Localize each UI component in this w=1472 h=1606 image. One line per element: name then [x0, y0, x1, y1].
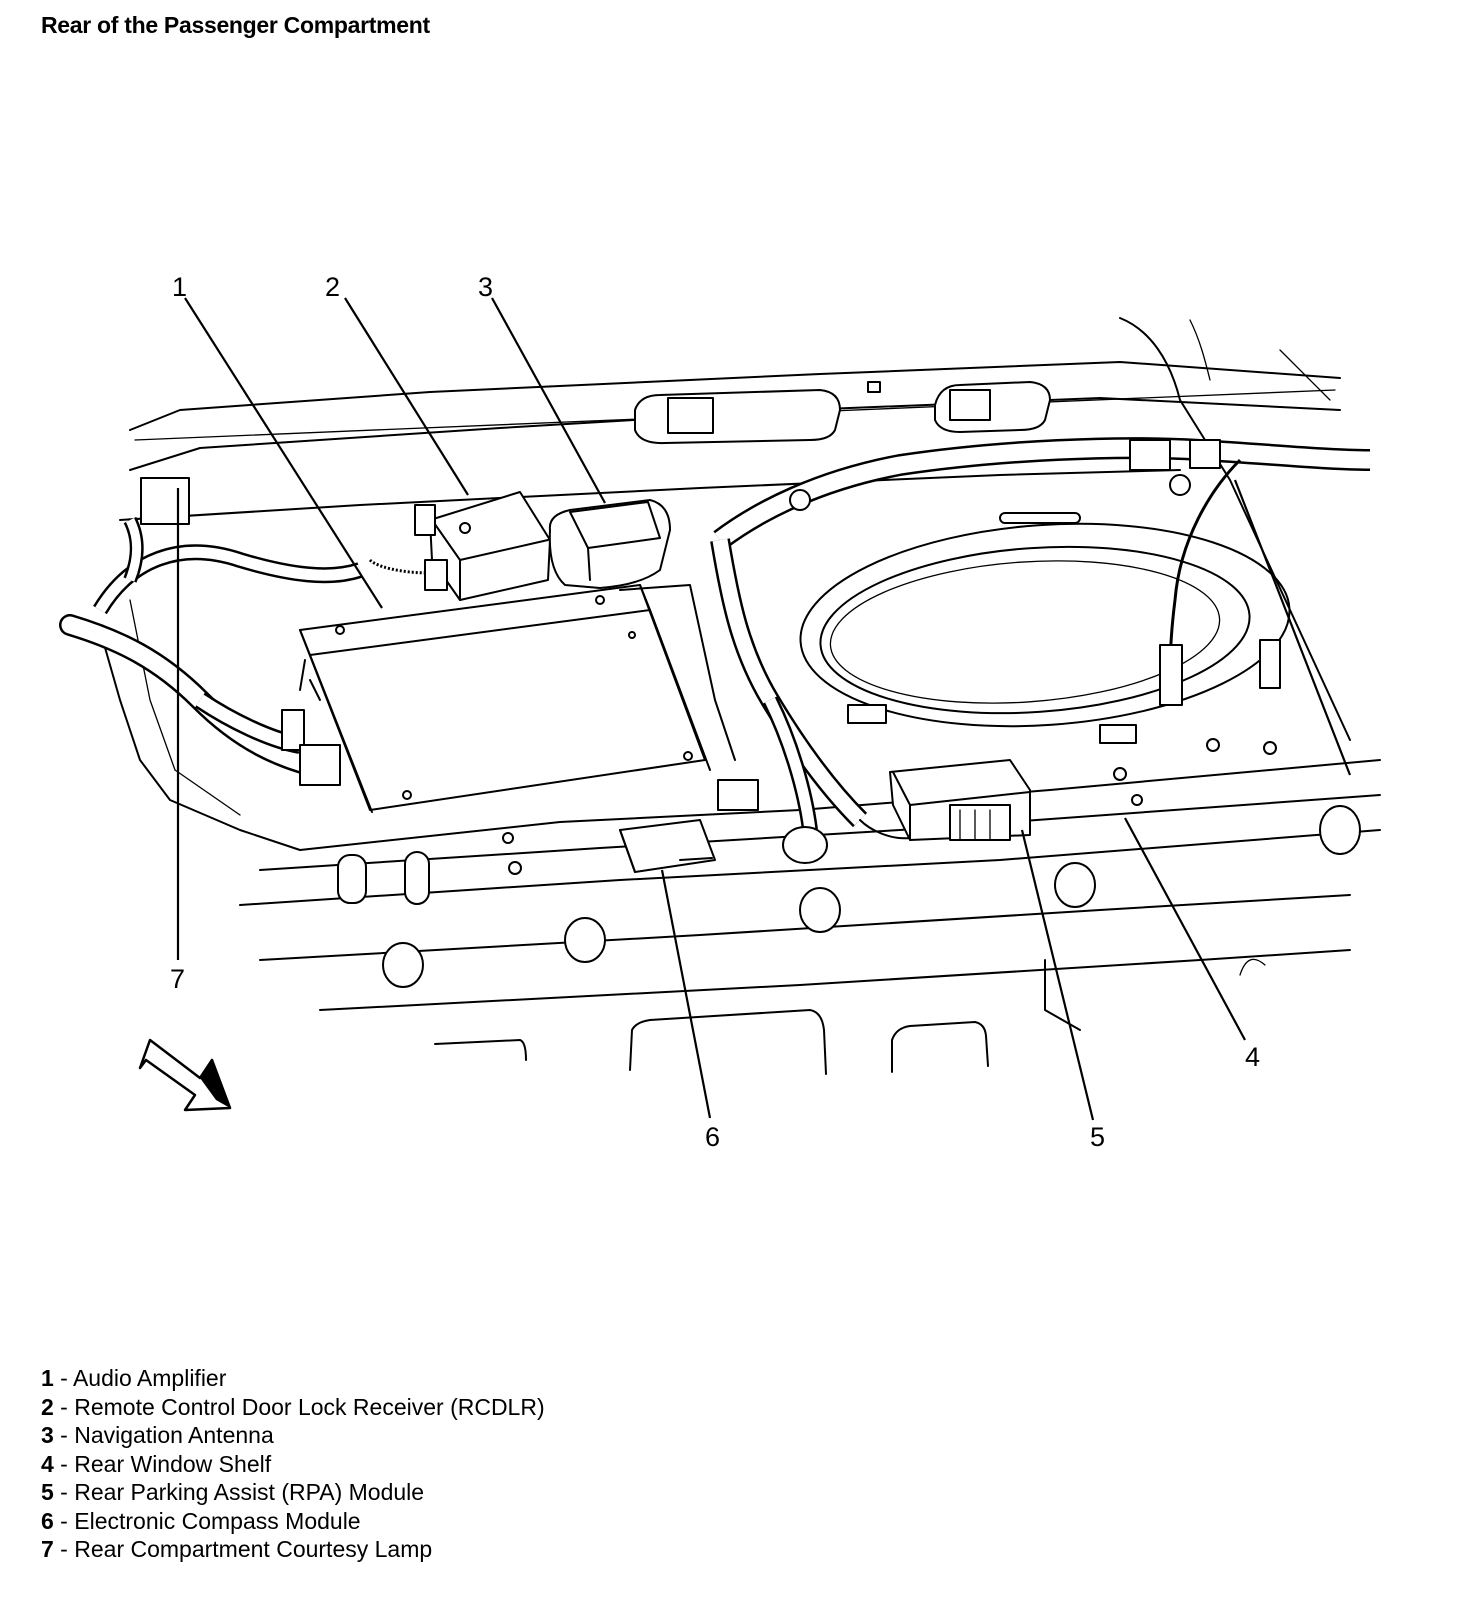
- leader-lines: [176, 297, 1352, 1121]
- courtesy-lamp-connector: [717, 779, 759, 811]
- legend-item: 6 - Electronic Compass Module: [41, 1507, 361, 1534]
- forward-arrow-icon: [138, 1038, 232, 1112]
- navigation-antenna: [548, 499, 671, 589]
- audio-amplifier: [281, 584, 736, 813]
- rcdlr-module: [414, 491, 551, 601]
- callout-7: 7: [170, 964, 185, 994]
- callout-4: 4: [1245, 1042, 1260, 1072]
- legend-item: 5 - Rear Parking Assist (RPA) Module: [41, 1479, 425, 1505]
- legend-item: 7 - Rear Compartment Courtesy Lamp: [41, 1536, 433, 1562]
- page-title: Rear of the Passenger Compartment: [41, 12, 430, 38]
- legend-item: 3 - Navigation Antenna: [41, 1422, 274, 1448]
- rear-window-shelf-outline: [99, 317, 1381, 1075]
- rpa-module: [859, 759, 1031, 841]
- callout-5: 5: [1090, 1122, 1105, 1152]
- wiring-harness: [59, 437, 1371, 864]
- callout-1: 1: [172, 272, 187, 302]
- callout-3: 3: [478, 272, 493, 302]
- callout-2: 2: [325, 272, 340, 302]
- legend: 1 - Audio Amplifier 2 - Remote Control D…: [41, 1364, 545, 1564]
- legend-item: 1 - Audio Amplifier: [41, 1365, 227, 1391]
- callout-6: 6: [705, 1122, 720, 1152]
- legend-item: 2 - Remote Control Door Lock Receiver (R…: [41, 1393, 545, 1420]
- electronic-compass-module: [619, 819, 716, 873]
- legend-item: 4 - Rear Window Shelf: [41, 1450, 272, 1477]
